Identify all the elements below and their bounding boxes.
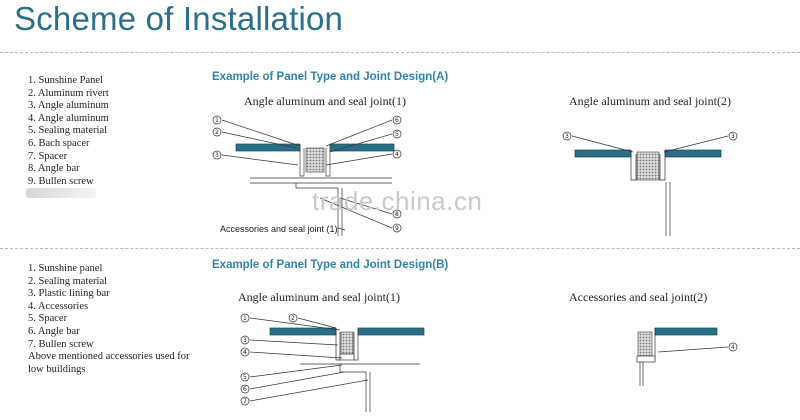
diagram-a1 (212, 115, 402, 236)
diagram-b1 (240, 313, 425, 412)
list-item: 7. Bullen screw (28, 338, 94, 350)
list-item: 2. Sealing material (28, 275, 108, 287)
svg-text:1: 1 (243, 315, 247, 322)
section-a-heading: Example of Panel Type and Joint Design(A… (212, 71, 449, 83)
svg-text:6: 6 (395, 117, 399, 124)
list-item: 7. Spacer (28, 150, 68, 162)
diagram-a1-numbers: 1 2 3 6 5 4 8 9 (215, 117, 399, 232)
svg-text:7: 7 (243, 398, 247, 405)
diagram-a2 (562, 131, 738, 236)
diagram-b2 (636, 327, 738, 386)
list-item: 3. Plastic lining bar (28, 288, 110, 300)
svg-text:4: 4 (731, 344, 735, 351)
blurred-text (26, 188, 96, 198)
component-list-b: 1. Sunshine panel 2. Sealing material 3.… (28, 263, 190, 376)
list-item: 5. Spacer (28, 313, 68, 325)
list-item: low buildings (28, 363, 86, 375)
diagram-a2-numbers: 3 3 (565, 133, 735, 140)
svg-text:6: 6 (243, 386, 247, 393)
section-b-heading: Example of Panel Type and Joint Design(B… (212, 259, 449, 271)
svg-text:2: 2 (291, 315, 295, 322)
list-item: 6. Bach spacer (28, 137, 90, 149)
list-item: 1. Sunshine panel (28, 263, 103, 274)
svg-text:3: 3 (243, 337, 247, 344)
list-item: 5. Sealing material (28, 125, 108, 137)
diagram-a3-caption: Accessories and seal joint (1) (220, 224, 338, 234)
diagram-b1-numbers: 1 2 3 4 5 6 7 (243, 315, 295, 405)
svg-text:4: 4 (395, 151, 399, 158)
list-item: 6. Angle bar (28, 325, 80, 337)
diagram-b1-caption: Angle aluminum and seal joint(1) (238, 290, 400, 304)
diagram-b2-numbers: 4 (731, 344, 735, 351)
list-item: 4. Accessories (28, 300, 89, 312)
svg-text:5: 5 (243, 374, 247, 381)
svg-text:8: 8 (395, 211, 399, 218)
svg-text:2: 2 (215, 129, 219, 136)
list-item: 9. Bullen screw (28, 175, 94, 187)
diagram-a1-caption: Angle aluminum and seal joint(1) (244, 94, 406, 108)
svg-text:4: 4 (243, 349, 247, 356)
watermark: trade.china.cn (312, 186, 483, 216)
title-divider (0, 52, 800, 54)
list-item: Above mentioned accessories used for (28, 351, 190, 363)
list-item: 1. Sunshine Panel (28, 75, 103, 86)
svg-text:3: 3 (565, 133, 569, 140)
svg-text:1: 1 (215, 117, 219, 124)
svg-text:5: 5 (395, 131, 399, 138)
diagram-b2-caption: Accessories and seal joint(2) (569, 290, 708, 304)
list-item: 3. Angle aluminum (28, 100, 109, 112)
list-item: 2. Aluminum rivert (28, 87, 109, 99)
page-title: Scheme of Installation (14, 0, 344, 37)
svg-text:3: 3 (731, 133, 735, 140)
diagram-a2-caption: Angle aluminum and seal joint(2) (569, 94, 731, 108)
section-divider (0, 248, 800, 250)
component-list-a: 1. Sunshine Panel 2. Aluminum rivert 3. … (28, 75, 109, 188)
svg-text:3: 3 (215, 152, 219, 159)
svg-text:9: 9 (395, 225, 399, 232)
list-item: 8. Angle bar (28, 163, 80, 175)
list-item: 4. Angle aluminum (28, 112, 109, 124)
